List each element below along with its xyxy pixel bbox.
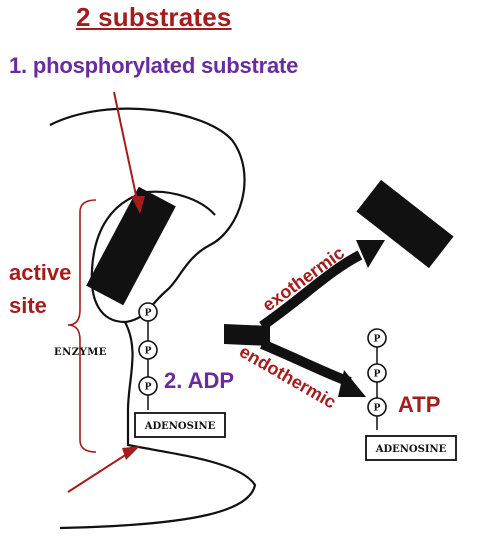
- enzyme-outline-lower: [59, 321, 257, 530]
- released-substrate-block: [356, 179, 454, 269]
- atp-phosphate-1: P: [367, 328, 387, 348]
- exothermic-label: exothermic: [259, 243, 348, 316]
- atp-adenosine-box: ADENOSINE: [365, 435, 457, 461]
- substrate-pointer-line: [113, 91, 138, 201]
- enzyme-outline: [49, 107, 246, 324]
- atp-phosphate-2: P: [367, 363, 387, 383]
- adp-label: 2. ADP: [164, 368, 235, 393]
- adp-adenosine-box: ADENOSINE: [134, 412, 226, 438]
- substrate-label: 1. phosphorylated substrate: [9, 53, 299, 78]
- svg-text:P: P: [145, 383, 152, 393]
- adp-phosphate-1: P: [138, 302, 158, 322]
- svg-text:P: P: [374, 370, 381, 380]
- active-site-label-line2: site: [9, 293, 47, 318]
- svg-text:ADENOSINE: ADENOSINE: [375, 444, 447, 455]
- title: 2 substrates: [76, 2, 232, 32]
- bound-substrate-block: [86, 186, 176, 306]
- svg-text:P: P: [374, 335, 381, 345]
- active-site-bracket: [67, 199, 97, 453]
- svg-text:P: P: [145, 347, 152, 357]
- endothermic-arrowhead: [338, 370, 366, 397]
- exothermic-arrow: [259, 250, 363, 331]
- fork-stem: [224, 324, 270, 346]
- svg-text:ADENOSINE: ADENOSINE: [144, 421, 216, 432]
- exothermic-arrowhead: [356, 240, 385, 268]
- active-site-label-line1: active: [9, 260, 72, 285]
- adp-phosphate-2: P: [138, 340, 158, 360]
- atp-phosphate-3: P: [367, 397, 387, 417]
- substrate-pointer-head: [131, 196, 145, 214]
- enzyme-label: ENZYME: [54, 347, 107, 358]
- atp-label: ATP: [398, 392, 441, 417]
- svg-text:P: P: [374, 404, 381, 414]
- adp-pointer-head: [122, 446, 140, 460]
- adp-pointer-line: [67, 451, 131, 493]
- svg-text:P: P: [145, 309, 152, 319]
- adp-phosphate-3: P: [138, 376, 158, 396]
